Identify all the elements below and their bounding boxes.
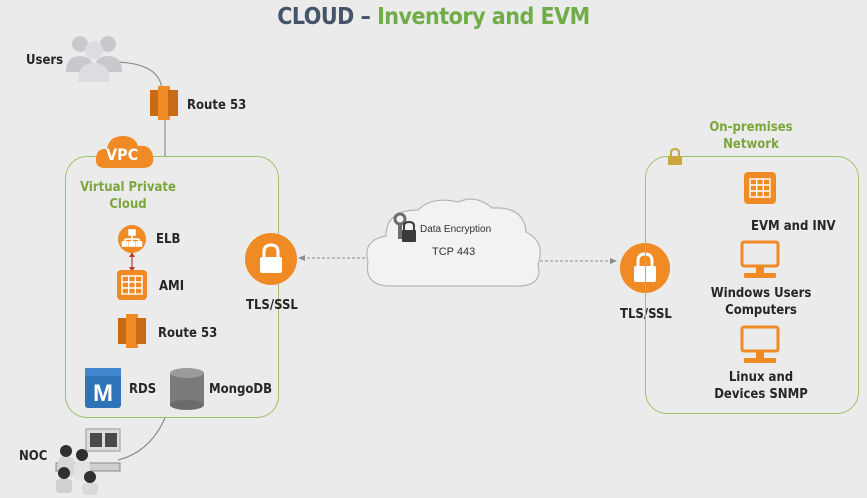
- elb-icon: [118, 225, 146, 253]
- users-label: Users: [26, 53, 64, 68]
- route53-icon: [150, 86, 178, 120]
- rds-label: RDS: [129, 382, 157, 397]
- onprem-label: On-premises Network: [709, 120, 793, 152]
- data-encryption-label: Data Encryption: [420, 224, 492, 235]
- route53-inner-label: Route 53: [158, 326, 218, 341]
- linux-computer-icon: [740, 325, 780, 363]
- route53-inner-icon: [118, 314, 146, 348]
- vpc-cloud-icon: [95, 136, 154, 168]
- vpc-badge-label: VPC: [106, 145, 139, 164]
- tls-left-lock-icon: [245, 233, 297, 285]
- rds-icon: M: [85, 368, 121, 408]
- mongodb-icon: [170, 368, 204, 410]
- onprem-container: [645, 156, 859, 414]
- ami-icon: [117, 270, 147, 300]
- tcp-label: TCP 443: [432, 246, 476, 258]
- cloud-icon: [366, 198, 541, 287]
- users-icon: [66, 36, 122, 82]
- tls-left-arrow: [298, 255, 305, 261]
- tls-right-arrow: [610, 258, 617, 264]
- evm-inv-label: EVM and INV: [751, 219, 836, 234]
- server-icon: [744, 172, 776, 204]
- svg-text:M: M: [93, 380, 113, 407]
- users-route53-line: [111, 61, 163, 91]
- vpc-name-label: Virtual Private Cloud: [80, 180, 176, 212]
- windows-label: Windows Users Computers: [710, 286, 812, 318]
- noc-label: NOC: [19, 449, 48, 464]
- elb-label: ELB: [156, 232, 181, 247]
- computer-icon: [740, 240, 780, 278]
- vpc-container: [65, 156, 279, 418]
- mongodb-label: MongoDB: [209, 382, 273, 397]
- key-lock-icon: [393, 212, 416, 242]
- diagram-title: CLOUD – Inventory and EVM: [0, 4, 867, 30]
- title-inventory-evm: Inventory and EVM: [377, 4, 590, 30]
- ami-label: AMI: [159, 279, 185, 294]
- padlock-icon: [668, 147, 682, 165]
- route53-top-label: Route 53: [187, 98, 247, 113]
- tls-left-label: TLS/SSL: [246, 298, 298, 313]
- noc-operators-icon: [55, 428, 121, 495]
- vpc-noc-line: [117, 417, 166, 461]
- title-cloud: CLOUD –: [277, 4, 378, 30]
- linux-label: Linux and Devices SNMP: [714, 370, 808, 402]
